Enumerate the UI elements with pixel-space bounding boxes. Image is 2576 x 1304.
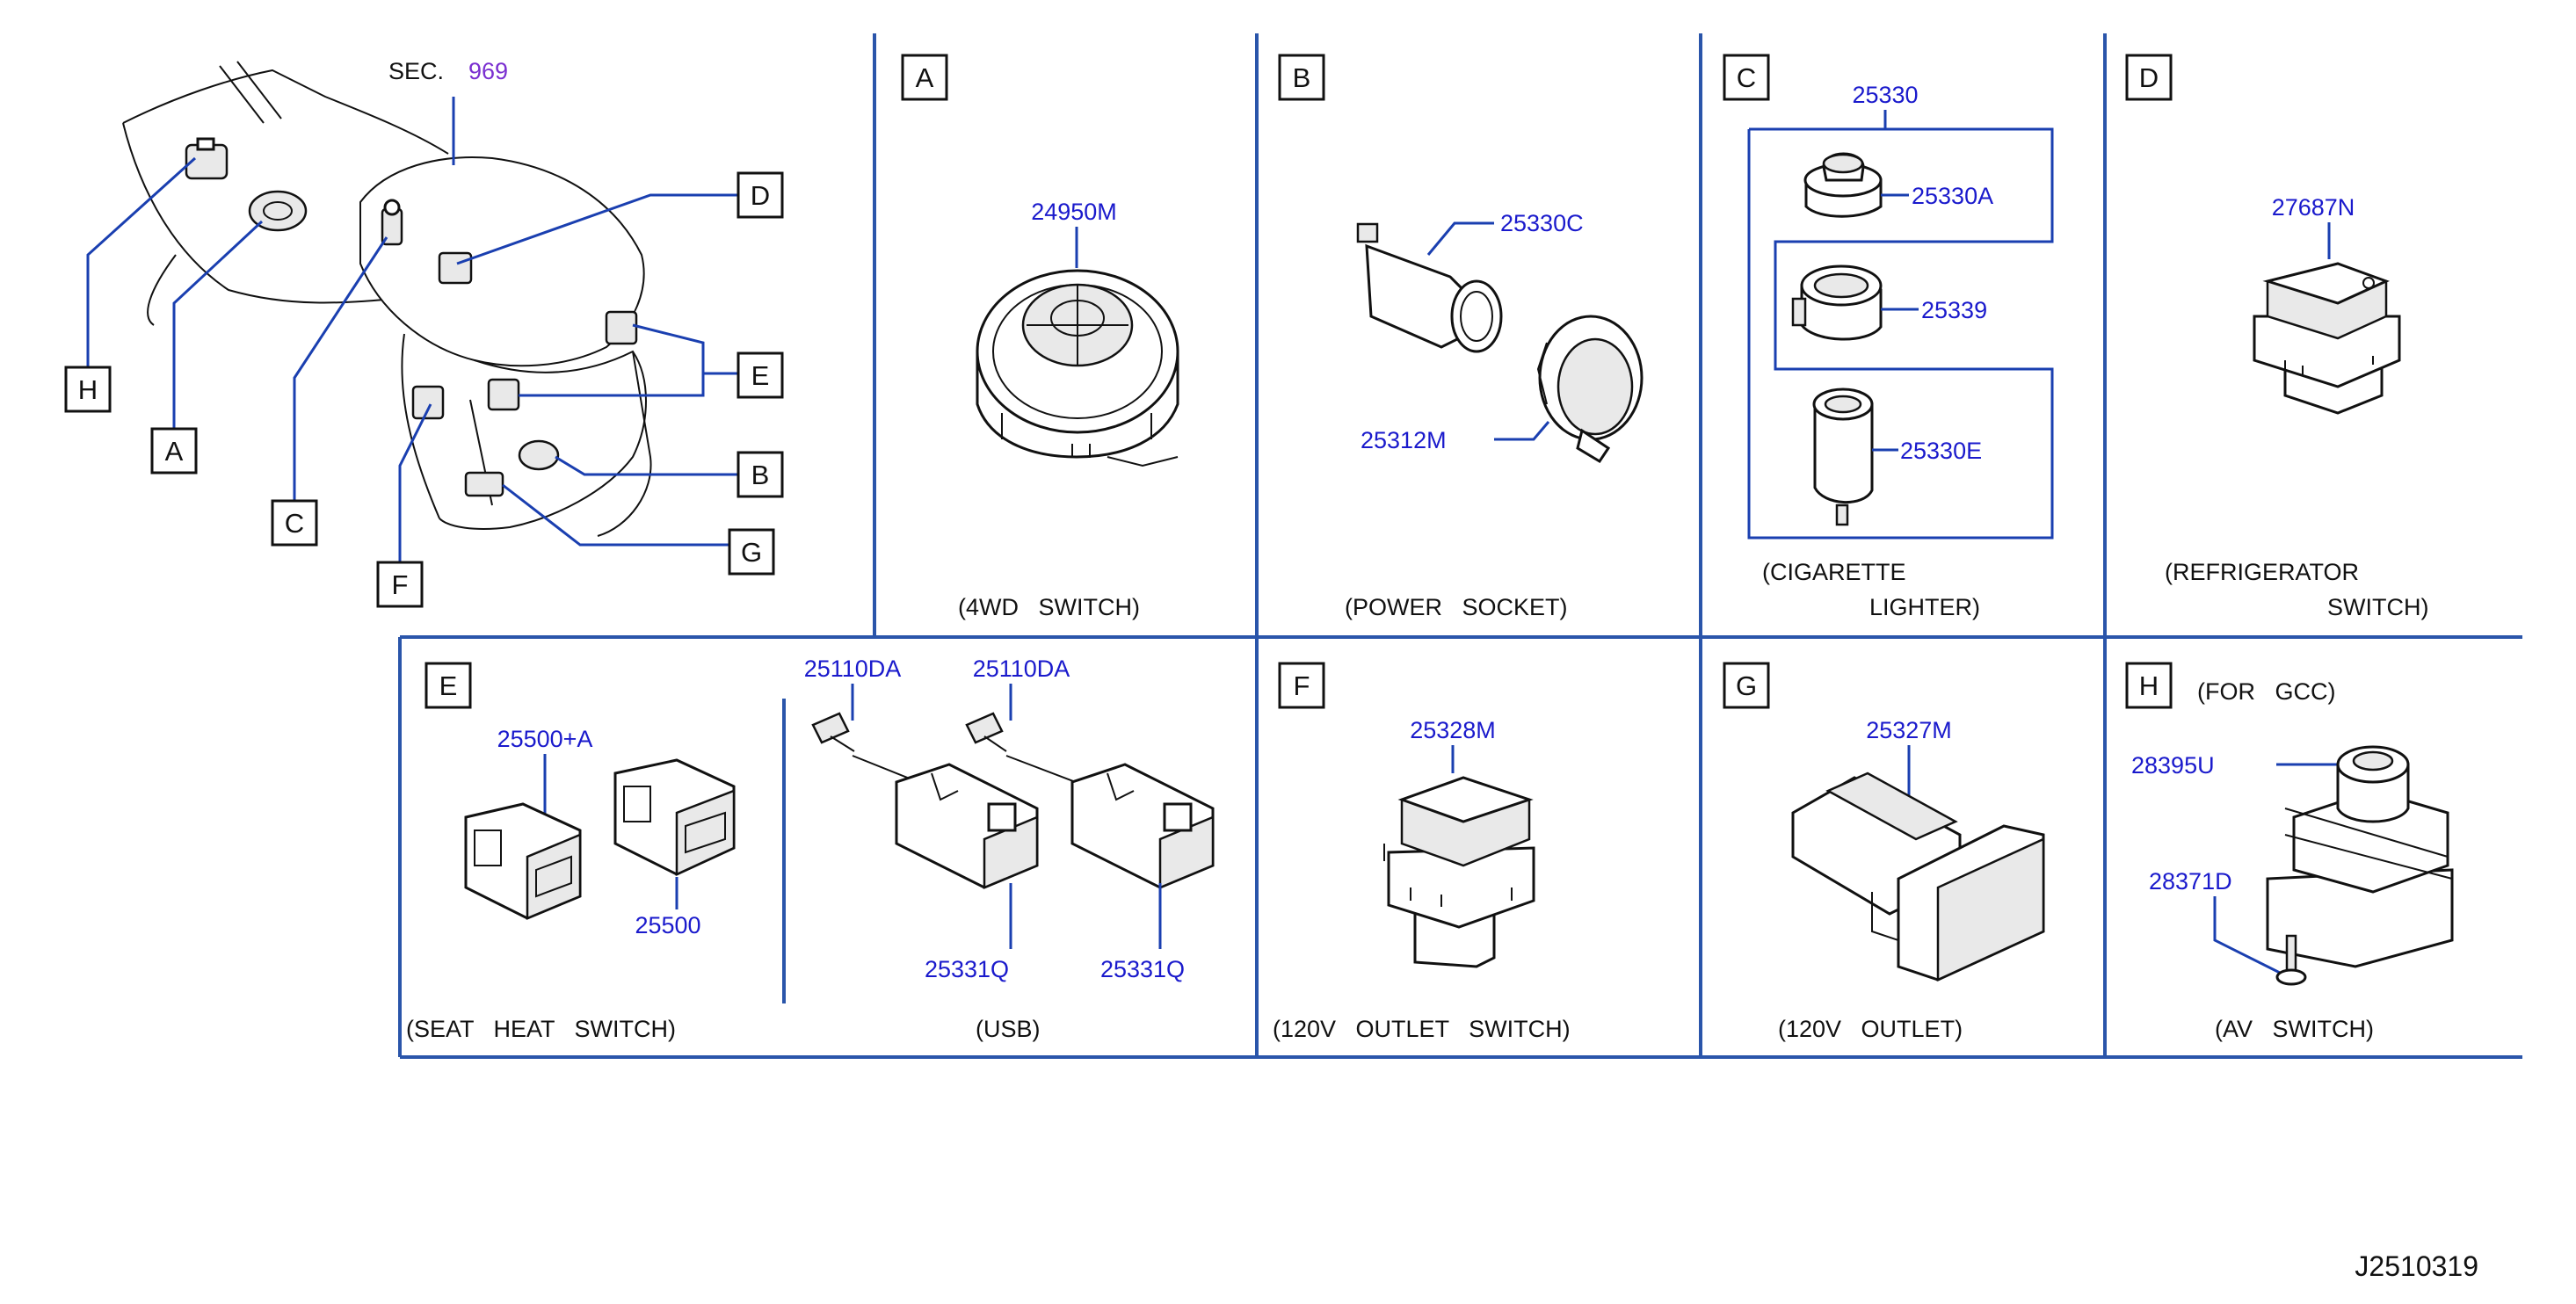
panel-d: D 27687N (REFRIGERATOR SWITCH) [2125, 54, 2428, 620]
cigarette-lighter-ring [1791, 264, 1883, 341]
part-number-25500-a[interactable]: 25500+A [497, 726, 593, 752]
120v-outlet-switch-illustration [1383, 776, 1535, 968]
part-number-24950m[interactable]: 24950M [1031, 199, 1117, 225]
usb-module-right [1070, 763, 1215, 889]
overview-callout-e[interactable]: E [737, 351, 784, 399]
panel-h: H (FOR GCC) 28395U 28371D (AV SWITCH) [2125, 662, 2454, 1042]
panel-a-caption: (4WD SWITCH) [958, 594, 1140, 620]
diagram-id: J2510319 [2355, 1250, 2478, 1282]
overview-letter-g: G [741, 537, 762, 568]
panel-c-letter: C [1737, 62, 1756, 93]
panel-g: G 25327M (120V OUTLET) [1723, 662, 2045, 1042]
panel-d-letter: D [2139, 62, 2159, 93]
panel-e: E 25500+A 25500 25110DA 25110DA [406, 656, 1215, 1042]
av-switch-screw [2275, 934, 2307, 986]
panel-e-caption-usb: (USB) [976, 1016, 1041, 1042]
panel-h-caption: (AV SWITCH) [2215, 1016, 2374, 1042]
panel-g-letter: G [1736, 670, 1757, 701]
overview-callout-d[interactable]: D [737, 171, 784, 219]
seat-heat-switch-left [464, 802, 582, 920]
overview-callout-h[interactable]: H [64, 366, 112, 413]
panel-e-caption-seat: (SEAT HEAT SWITCH) [406, 1016, 676, 1042]
part-number-25331q-left[interactable]: 25331Q [925, 956, 1009, 982]
part-number-28395u[interactable]: 28395U [2131, 752, 2215, 779]
overview-callout-f[interactable]: F [376, 561, 424, 608]
av-switch-illustration [2266, 745, 2454, 968]
sec-label: SEC. [388, 58, 444, 84]
refrigerator-switch-illustration [2253, 262, 2401, 415]
panel-f-letter: F [1294, 670, 1310, 701]
part-number-25110da-left[interactable]: 25110DA [804, 656, 902, 682]
part-number-25330c[interactable]: 25330C [1500, 210, 1584, 236]
120v-outlet-illustration [1791, 772, 2045, 982]
part-number-25328m[interactable]: 25328M [1410, 717, 1496, 743]
part-number-25330e[interactable]: 25330E [1900, 438, 1982, 464]
part-number-25110da-right[interactable]: 25110DA [973, 656, 1070, 682]
panel-c: C 25330 25330A 25339 25330E (CIGARETTE [1723, 54, 2054, 620]
panel-grid [398, 33, 2522, 1059]
part-number-25330a[interactable]: 25330A [1912, 183, 1993, 209]
usb-screw-left [811, 712, 855, 752]
overview-letter-b: B [751, 460, 770, 490]
panel-b-letter: B [1293, 62, 1311, 93]
panel-h-letter: H [2139, 670, 2159, 701]
part-number-25331q-right[interactable]: 25331Q [1100, 956, 1185, 982]
overview-letter-a: A [165, 436, 184, 467]
panel-f: F 25328M (120V OUTLET SWITCH) [1273, 662, 1571, 1042]
panel-a: A 24950M (4WD SWITCH) [901, 54, 1179, 620]
sec-number[interactable]: 969 [468, 58, 508, 84]
seat-heat-switch-right [613, 758, 736, 876]
overview-letter-h: H [78, 374, 98, 405]
overview-letter-f: F [392, 569, 409, 600]
panel-b-caption: (POWER SOCKET) [1345, 594, 1568, 620]
overview-callout-b[interactable]: B [737, 451, 784, 498]
overview-illustration [86, 61, 738, 562]
part-number-25500[interactable]: 25500 [635, 912, 700, 938]
part-number-25327m[interactable]: 25327M [1866, 717, 1952, 743]
overview-letter-c: C [285, 508, 304, 539]
overview-callout-c[interactable]: C [271, 499, 318, 547]
usb-module-left [895, 763, 1039, 889]
panel-h-note: (FOR GCC) [2197, 678, 2335, 705]
cigarette-lighter-socket [1812, 388, 1874, 526]
panel-a-letter: A [916, 62, 934, 93]
power-socket-illustration [1356, 222, 1644, 464]
overview-letter-e: E [751, 360, 770, 391]
overview-callout-g[interactable]: G [728, 528, 775, 576]
usb-screw-right [965, 712, 1007, 752]
cigarette-lighter-knob [1803, 152, 1883, 218]
part-number-25339[interactable]: 25339 [1921, 297, 1987, 323]
part-number-25312m[interactable]: 25312M [1361, 427, 1447, 453]
panel-b: B 25330C 25312M (POWER SOCKET) [1278, 54, 1644, 620]
panel-c-caption-line1: (CIGARETTE [1762, 559, 1906, 585]
panel-g-caption: (120V OUTLET) [1778, 1016, 1963, 1042]
part-number-28371d[interactable]: 28371D [2149, 868, 2232, 895]
overview-letter-d: D [751, 180, 770, 211]
panel-d-caption-line1: (REFRIGERATOR [2165, 559, 2359, 585]
part-number-25330[interactable]: 25330 [1852, 82, 1918, 108]
panel-d-caption-line2: SWITCH) [2327, 594, 2428, 620]
panel-c-caption-line2: LIGHTER) [1869, 594, 1980, 620]
4wd-switch-illustration [976, 269, 1179, 467]
panel-e-letter: E [439, 670, 458, 701]
panel-f-caption: (120V OUTLET SWITCH) [1273, 1016, 1571, 1042]
part-number-27687n[interactable]: 27687N [2272, 194, 2355, 221]
overview-callout-a[interactable]: A [150, 427, 198, 475]
